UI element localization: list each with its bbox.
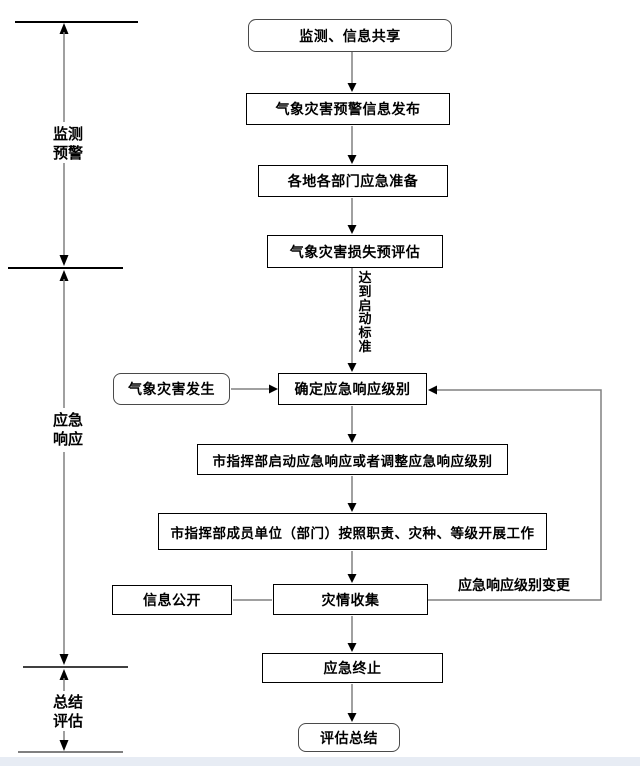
node-emergency-end: 应急终止: [262, 653, 443, 683]
axis-arrow-up-1: [59, 23, 69, 34]
node-info-public: 信息公开: [112, 585, 232, 615]
edge-label-level-change: 应急响应级别变更: [458, 575, 576, 595]
edge-label-reach-criteria: 达到启动标准: [357, 270, 373, 354]
axis-label-line: 响应: [52, 431, 83, 448]
node-disaster-collect: 灾情收集: [273, 584, 428, 615]
node-evaluation-summary: 评估总结: [298, 723, 400, 752]
axis-label-line: 总结: [52, 694, 83, 711]
node-members-work: 市指挥部成员单位（部门）按照职责、灾种、等级开展工作: [158, 513, 547, 550]
axis-arrow-down-2: [59, 654, 69, 665]
axis-arrow-down-3: [59, 740, 69, 751]
node-monitor-share: 监测、信息共享: [248, 19, 452, 52]
axis-label-line: 评估: [52, 713, 83, 730]
edge-disaster-arrowhead: [269, 384, 278, 394]
axis-label-line: 预警: [52, 145, 83, 162]
page-bottom-strip: [0, 757, 640, 766]
axis-label-line: 应急: [52, 412, 83, 429]
axis-label-summary-evaluation: 总结 评估: [40, 693, 96, 731]
axis-label-line: 监测: [52, 126, 83, 143]
node-warning-release: 气象灾害预警信息发布: [246, 93, 450, 125]
edge-feedback-loop: [428, 389, 602, 601]
axis-arrow-up-3: [59, 669, 69, 680]
node-determine-level: 确定应急响应级别: [278, 373, 427, 405]
node-loss-preassessment: 气象灾害损失预评估: [267, 235, 443, 268]
axis-arrow-down-1: [59, 255, 69, 266]
node-disaster-occurs: 气象灾害发生: [113, 373, 230, 405]
axis-arrow-up-2: [59, 270, 69, 281]
axis-label-emergency-response: 应急 响应: [40, 411, 96, 449]
node-start-or-adjust: 市指挥部启动应急响应或者调整应急响应级别: [197, 444, 508, 475]
axis-label-monitoring-warning: 监测 预警: [40, 125, 96, 163]
node-preparedness: 各地各部门应急准备: [258, 165, 448, 197]
edge-feedback-arrowhead: [428, 385, 437, 395]
